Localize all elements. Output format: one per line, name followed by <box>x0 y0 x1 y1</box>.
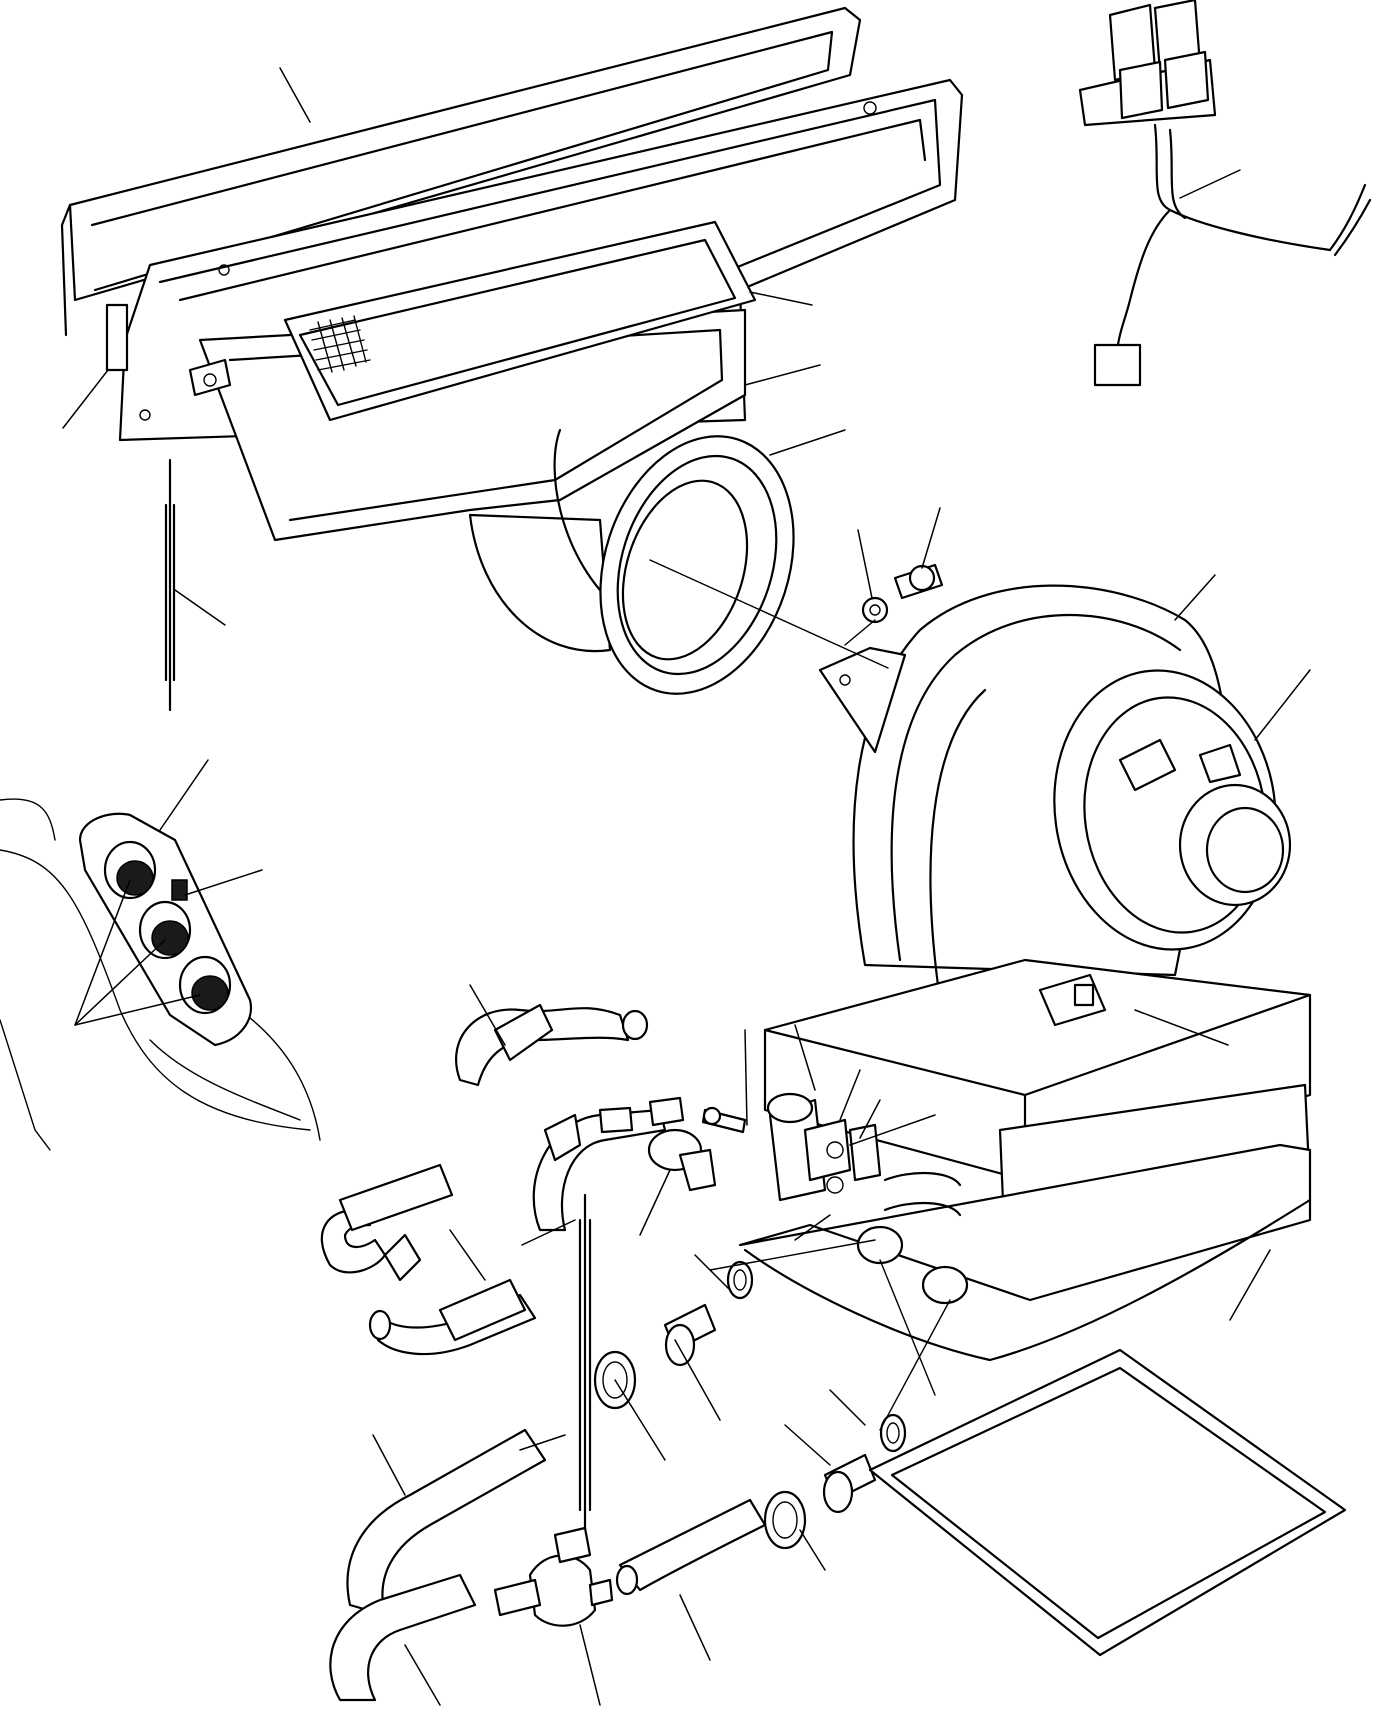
air-inlet-gasket <box>60 6 862 337</box>
blower-motor <box>1053 669 1292 951</box>
mode-knob[interactable] <box>138 900 192 960</box>
fan-speed-knob[interactable] <box>103 840 157 900</box>
evaporator-pipes <box>856 1172 969 1305</box>
refrigerant-hose-upper <box>532 1096 685 1232</box>
temperature-knob[interactable] <box>178 955 232 1015</box>
duct-ring-seal <box>599 435 795 695</box>
water-valve <box>493 1526 614 1627</box>
heater-hose-middle <box>346 1428 547 1617</box>
control-panel <box>78 812 253 1047</box>
refrigerant-hose-lower <box>320 1163 454 1282</box>
expansion-valve <box>766 1092 882 1202</box>
blower-resistor <box>1038 973 1107 1027</box>
hose-fitting-lower <box>822 1453 877 1514</box>
control-panel-surround <box>0 798 321 1151</box>
relay-block <box>1078 0 1217 127</box>
o-ring-upper <box>726 1260 754 1300</box>
heater-hose-bottom <box>329 1573 477 1702</box>
hose-fitting-upper <box>663 1303 717 1367</box>
ac-switch[interactable] <box>171 879 188 901</box>
valve-bolt <box>701 1106 747 1134</box>
heater-hose-right <box>615 1498 767 1596</box>
callout-leader-lines <box>62 67 1311 1706</box>
air-filter-cartridge <box>283 220 757 422</box>
pressure-switch <box>647 1128 717 1192</box>
o-ring-lower <box>879 1413 907 1453</box>
vacuum-rod <box>578 1193 592 1542</box>
housing-latch <box>188 358 232 397</box>
hose-clamp-lower <box>763 1490 807 1550</box>
evaporator-gasket <box>868 1348 1347 1657</box>
refrigerant-hose-bottom <box>368 1278 537 1356</box>
wiring-harness <box>1116 123 1372 347</box>
lock-washer <box>861 596 889 624</box>
retaining-clip <box>105 303 129 372</box>
control-rod <box>164 458 176 712</box>
mounting-screw <box>893 563 944 600</box>
heater-hose-upper <box>455 1003 649 1087</box>
evaporator-box <box>738 958 1312 1362</box>
filter-mesh-icon <box>309 315 371 373</box>
harness-connector <box>1093 343 1142 387</box>
